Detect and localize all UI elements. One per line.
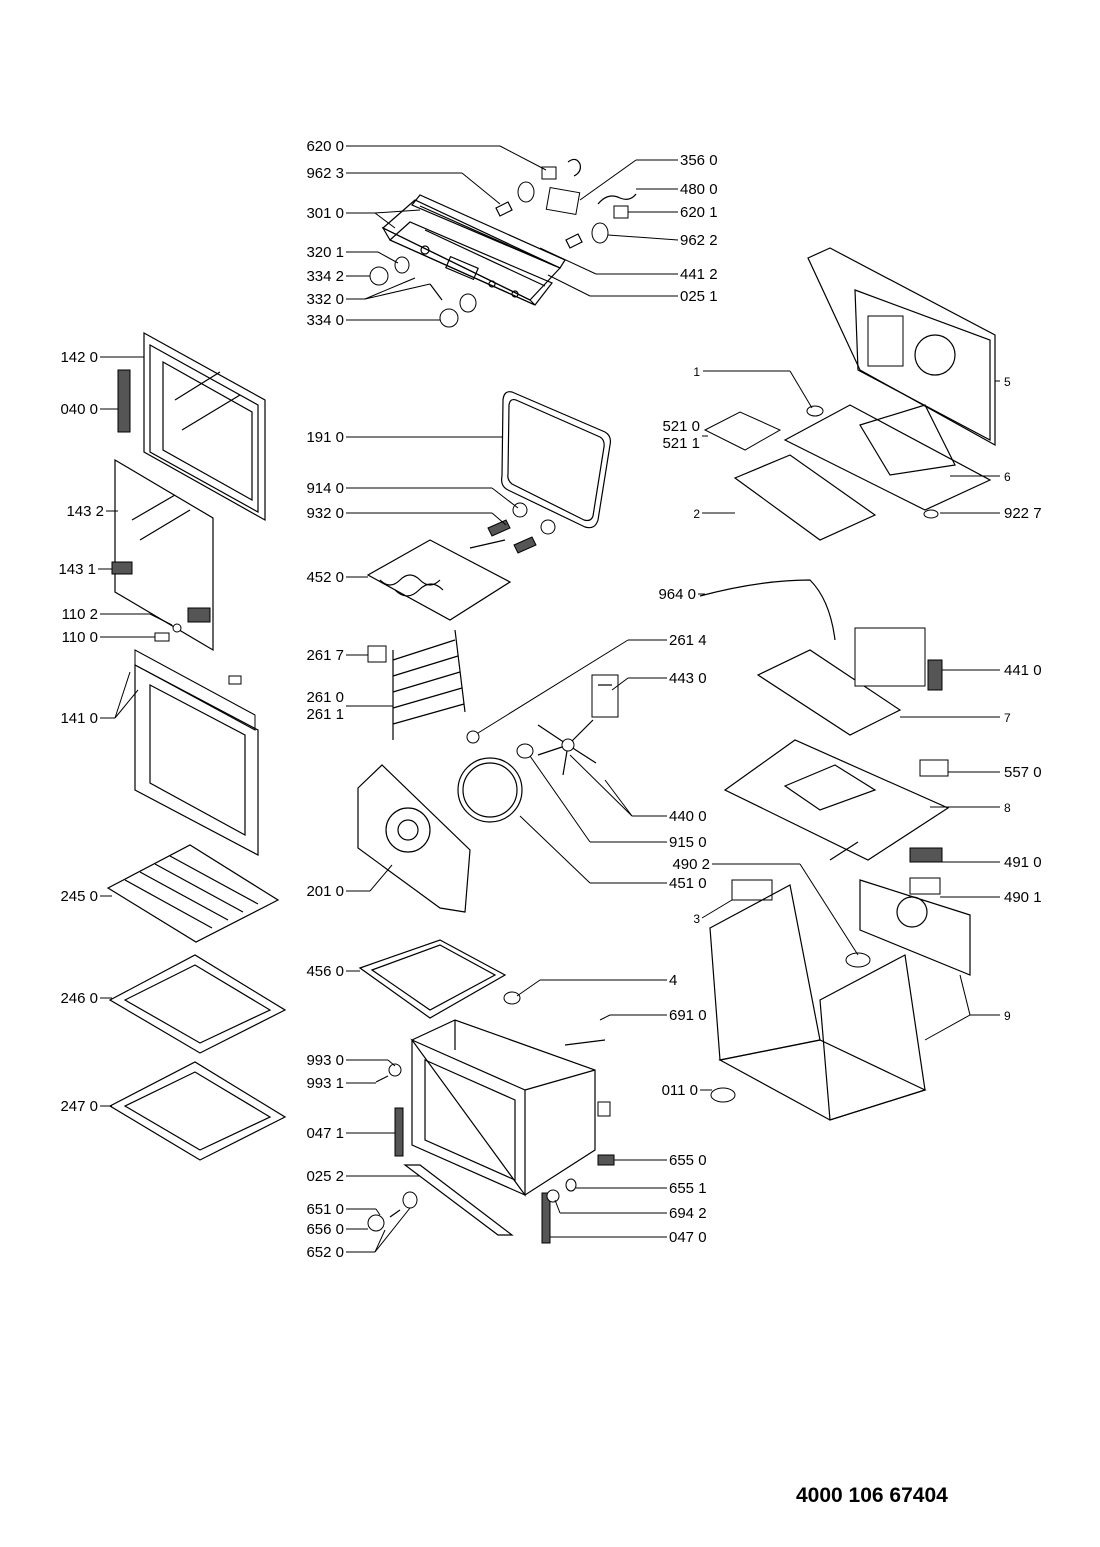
callout-label: 6 bbox=[1004, 470, 1011, 484]
callout-label: 932 0 bbox=[306, 505, 344, 522]
callout-label: 521 1 bbox=[662, 435, 700, 452]
callout-label: 261 0 bbox=[306, 689, 344, 706]
callout-label: 332 0 bbox=[306, 291, 344, 308]
callout-label: 962 3 bbox=[306, 165, 344, 182]
callout-label: 247 0 bbox=[60, 1098, 98, 1115]
callout-label: 452 0 bbox=[306, 569, 344, 586]
callout-label: 456 0 bbox=[306, 963, 344, 980]
callout-label: 490 1 bbox=[1004, 889, 1042, 906]
callout-label: 652 0 bbox=[306, 1244, 344, 1261]
callout-label: 922 7 bbox=[1004, 505, 1042, 522]
door-drawing bbox=[111, 331, 266, 856]
callout-label: 356 0 bbox=[680, 152, 718, 169]
callout-label: 443 0 bbox=[669, 670, 707, 687]
callout-label: 5 bbox=[1004, 375, 1011, 389]
callout-label: 143 2 bbox=[66, 503, 104, 520]
callout-label: 047 1 bbox=[306, 1125, 344, 1142]
side-runners-drawing bbox=[367, 629, 480, 744]
callout-label: 441 2 bbox=[680, 266, 718, 283]
oven-cavity-drawing bbox=[367, 1019, 615, 1244]
callout-label: 320 1 bbox=[306, 244, 344, 261]
callout-label: 110 0 bbox=[62, 629, 98, 646]
callout-label: 011 0 bbox=[662, 1082, 698, 1099]
callout-label: 655 1 bbox=[669, 1180, 707, 1197]
callout-label: 201 0 bbox=[306, 883, 344, 900]
callout-label: 025 1 bbox=[680, 288, 718, 305]
callout-label: 1 bbox=[693, 365, 700, 379]
callout-label: 691 0 bbox=[669, 1007, 707, 1024]
callout-label: 261 4 bbox=[669, 632, 707, 649]
callout-label: 040 0 bbox=[60, 401, 98, 418]
lower-element-drawing bbox=[358, 939, 521, 1019]
base-panel-drawing bbox=[723, 739, 950, 895]
callout-label: 2 bbox=[693, 507, 700, 521]
callout-label: 334 2 bbox=[306, 268, 344, 285]
callout-label: 142 0 bbox=[60, 349, 98, 366]
callout-label: 246 0 bbox=[60, 990, 98, 1007]
callout-label: 620 1 bbox=[680, 204, 718, 221]
frame-and-motor-drawing bbox=[699, 579, 949, 777]
callout-label: 261 7 bbox=[306, 647, 344, 664]
top-back-panel-drawing bbox=[703, 247, 996, 541]
callout-label: 245 0 bbox=[60, 888, 98, 905]
grill-element-drawing bbox=[366, 502, 556, 621]
callout-label: 655 0 bbox=[669, 1152, 707, 1169]
callout-label: 3 bbox=[693, 912, 700, 926]
fan-assembly-drawing bbox=[357, 674, 619, 913]
callout-label: 521 0 bbox=[662, 418, 700, 435]
callout-label: 491 0 bbox=[1004, 854, 1042, 871]
callout-label: 4 bbox=[669, 972, 677, 989]
callout-label: 915 0 bbox=[669, 834, 707, 851]
door-gasket-drawing bbox=[501, 391, 612, 529]
callout-label: 261 1 bbox=[306, 706, 344, 723]
callout-label: 993 1 bbox=[306, 1075, 344, 1092]
callout-label: 143 1 bbox=[58, 561, 96, 578]
callout-label: 964 0 bbox=[658, 586, 696, 603]
callout-label: 025 2 bbox=[306, 1168, 344, 1185]
control-panel-drawing bbox=[369, 158, 637, 328]
callout-label: 047 0 bbox=[669, 1229, 707, 1246]
callout-label: 8 bbox=[1004, 801, 1011, 815]
callout-label: 7 bbox=[1004, 711, 1011, 725]
callout-label: 301 0 bbox=[306, 205, 344, 222]
callout-labels: 620 0 962 3 301 0 320 1 334 2 332 0 334 … bbox=[58, 138, 1041, 1261]
callout-label: 656 0 bbox=[306, 1221, 344, 1238]
callout-label: 191 0 bbox=[306, 429, 344, 446]
callout-label: 620 0 bbox=[306, 138, 344, 155]
callout-label: 993 0 bbox=[306, 1052, 344, 1069]
callout-label: 9 bbox=[1004, 1009, 1011, 1023]
callout-label: 451 0 bbox=[669, 875, 707, 892]
callout-label: 110 2 bbox=[62, 606, 98, 623]
callout-label: 557 0 bbox=[1004, 764, 1042, 781]
callout-label: 694 2 bbox=[669, 1205, 707, 1222]
document-number: 4000 106 67404 bbox=[796, 1484, 948, 1507]
callout-label: 441 0 bbox=[1004, 662, 1042, 679]
callout-label: 490 2 bbox=[672, 856, 710, 873]
callout-label: 914 0 bbox=[306, 480, 344, 497]
callout-label: 440 0 bbox=[669, 808, 707, 825]
outer-casing-drawing bbox=[709, 879, 971, 1121]
callout-label: 962 2 bbox=[680, 232, 718, 249]
callout-label: 651 0 bbox=[306, 1201, 344, 1218]
callout-label: 141 0 bbox=[60, 710, 98, 727]
rack-and-trays-drawing bbox=[106, 844, 287, 1161]
callout-label: 480 0 bbox=[680, 181, 718, 198]
callout-leader-lines bbox=[98, 145, 1000, 1253]
callout-label: 334 0 bbox=[306, 312, 344, 329]
